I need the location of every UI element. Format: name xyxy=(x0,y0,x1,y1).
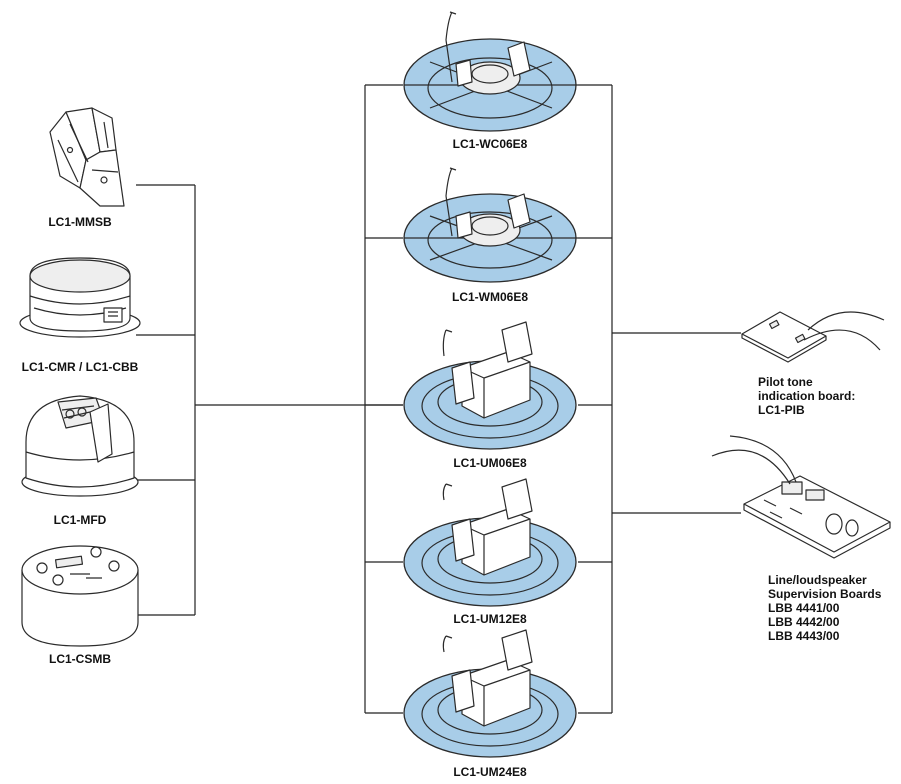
fire-dome-icon xyxy=(21,395,139,497)
speaker-label-um24e8: LC1-UM24E8 xyxy=(453,765,527,779)
pilot-board-line2: indication board: xyxy=(758,389,856,403)
speaker-um06e8-icon xyxy=(403,321,577,450)
connector-lines xyxy=(136,84,741,714)
speaker-um12e8-icon xyxy=(403,478,577,607)
supervision-board-label: Line/loudspeaker Supervision Boards LBB … xyxy=(768,573,881,643)
pilot-tone-board-icon xyxy=(741,311,885,363)
speaker-left-bus xyxy=(364,84,403,714)
accessory-label-mfd: LC1-MFD xyxy=(53,513,107,527)
accessory-label-cmr-cbb: LC1-CMR / LC1-CBB xyxy=(21,360,139,374)
speaker-wc06e8-icon xyxy=(403,11,578,132)
accessory-label-mmsb: LC1-MMSB xyxy=(48,215,112,229)
speaker-right-bus xyxy=(578,84,613,714)
mounting-bracket-icon xyxy=(49,107,125,207)
speaker-um24e8-icon xyxy=(403,629,577,758)
pilot-board-line3: LC1-PIB xyxy=(758,403,805,417)
supervision-board-line5: LBB 4443/00 xyxy=(768,629,840,643)
supervision-board-icon xyxy=(711,435,891,559)
speaker-label-um06e8: LC1-UM06E8 xyxy=(453,456,527,470)
supervision-board-line3: LBB 4441/00 xyxy=(768,601,840,615)
supervision-board-line4: LBB 4442/00 xyxy=(768,615,840,629)
pilot-board-line1: Pilot tone xyxy=(758,375,813,389)
pilot-board-label: Pilot tone indication board: LC1-PIB xyxy=(758,375,855,417)
speaker-wm06e8-icon xyxy=(403,167,578,283)
supervision-board-line1: Line/loudspeaker xyxy=(768,573,867,587)
speaker-label-um12e8: LC1-UM12E8 xyxy=(453,612,527,626)
speaker-label-wm06e8: LC1-WM06E8 xyxy=(451,290,529,304)
accessory-label-csmb: LC1-CSMB xyxy=(49,652,111,666)
back-box-icon xyxy=(19,257,141,338)
board-links xyxy=(612,332,741,514)
accessory-bus-line xyxy=(136,184,196,616)
supervision-board-line2: Supervision Boards xyxy=(768,587,882,601)
speaker-label-wc06e8: LC1-WC06E8 xyxy=(452,137,528,151)
surface-mount-box-icon xyxy=(21,545,139,647)
